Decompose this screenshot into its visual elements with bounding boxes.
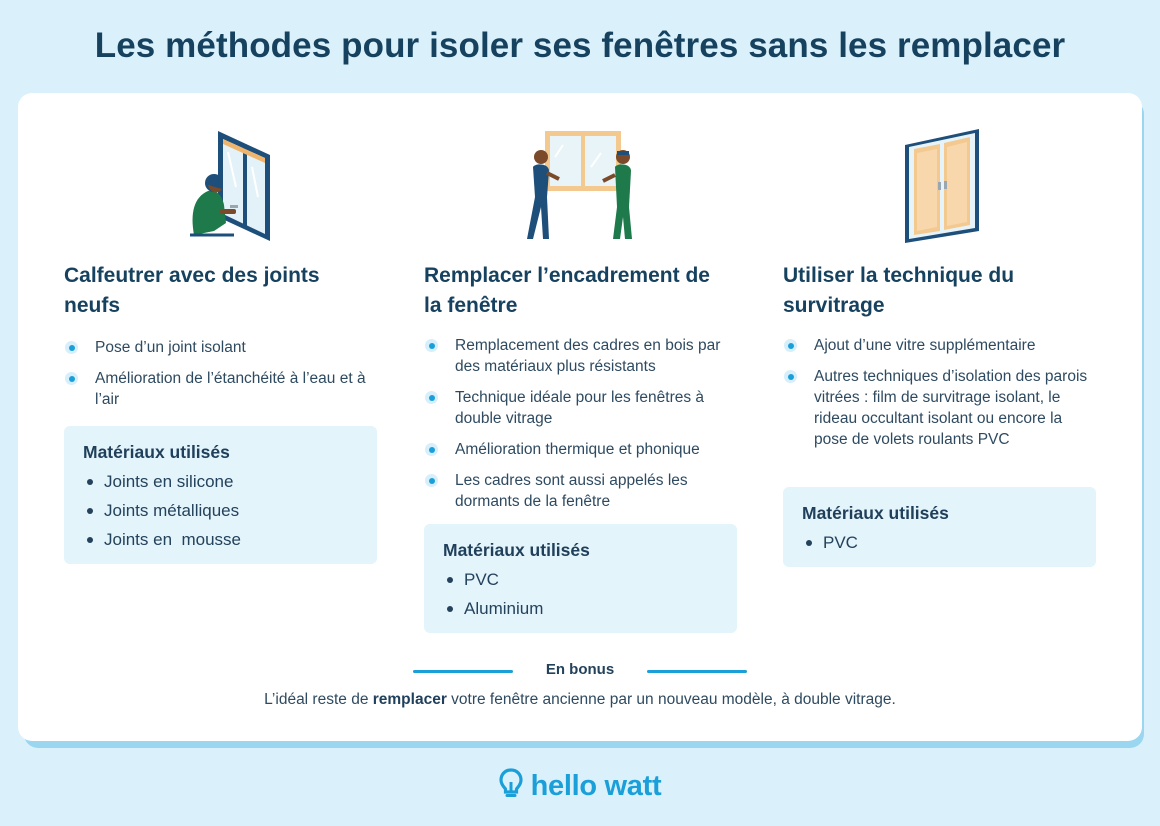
points-list: Pose d’un joint isolant Amélioration de … xyxy=(64,337,384,420)
list-item: Amélioration thermique et phonique xyxy=(424,439,739,460)
material-item: Joints métalliques xyxy=(83,500,358,521)
lightbulb-logo-icon xyxy=(499,768,523,805)
double-glazed-window-icon xyxy=(783,127,1103,247)
materials-list: PVC xyxy=(802,532,1077,553)
materials-list: Joints en silicone Joints métalliques Jo… xyxy=(83,471,358,550)
bullet-icon xyxy=(65,341,78,354)
divider xyxy=(413,670,513,673)
worker-sealing-window-icon xyxy=(64,127,384,247)
material-item: Joints en mousse xyxy=(83,529,358,550)
brand-name: hello watt xyxy=(530,770,662,802)
list-item: Amélioration de l’étanchéité à l’eau et … xyxy=(64,368,384,410)
materials-title: Matériaux utilisés xyxy=(443,540,590,560)
material-item: PVC xyxy=(802,532,1077,553)
list-item: Pose d’un joint isolant xyxy=(64,337,384,358)
materials-box: Matériaux utilisés PVC Aluminium xyxy=(424,524,737,633)
divider xyxy=(647,670,747,673)
list-item: Autres techniques d’isolation des parois… xyxy=(783,366,1098,450)
list-item: Remplacement des cadres en bois par des … xyxy=(424,335,739,377)
materials-box: Matériaux utilisés Joints en silicone Jo… xyxy=(64,426,377,564)
bullet-icon xyxy=(784,370,797,383)
points-list: Ajout d’une vitre supplémentaire Autres … xyxy=(783,335,1098,460)
bonus-emphasis: remplacer xyxy=(372,691,447,708)
list-item: Ajout d’une vitre supplémentaire xyxy=(783,335,1098,356)
method-heading: Remplacer l’encadrement de la fenêtre xyxy=(424,264,710,317)
materials-title: Matériaux utilisés xyxy=(802,503,949,523)
bullet-icon xyxy=(425,443,438,456)
materials-box: Matériaux utilisés PVC xyxy=(783,487,1096,567)
material-item: Joints en silicone xyxy=(83,471,358,492)
bullet-icon xyxy=(65,372,78,385)
list-item: Technique idéale pour les fenêtres à dou… xyxy=(424,387,739,429)
method-heading: Utiliser la technique du survitrage xyxy=(783,264,1015,317)
workers-carrying-window-icon xyxy=(424,127,744,247)
bullet-icon xyxy=(425,391,438,404)
brand-logo: hello watt xyxy=(0,768,1160,808)
page-title: Les méthodes pour isoler ses fenêtres sa… xyxy=(94,26,1066,65)
bonus-text: L’idéal reste de remplacer votre fenêtre… xyxy=(264,691,896,708)
bullet-icon xyxy=(425,474,438,487)
materials-list: PVC Aluminium xyxy=(443,569,718,619)
method-heading: Calfeutrer avec des joints neufs xyxy=(64,264,320,317)
bullet-icon xyxy=(425,339,438,352)
materials-title: Matériaux utilisés xyxy=(83,442,230,462)
material-item: PVC xyxy=(443,569,718,590)
bullet-icon xyxy=(784,339,797,352)
list-item: Les cadres sont aussi appelés les dorman… xyxy=(424,470,739,512)
material-item: Aluminium xyxy=(443,598,718,619)
points-list: Remplacement des cadres en bois par des … xyxy=(424,335,739,522)
bonus-label: En bonus xyxy=(545,661,615,678)
bonus-header: En bonus xyxy=(18,661,1142,681)
content-card: Calfeutrer avec des joints neufs Pose d’… xyxy=(18,93,1142,741)
